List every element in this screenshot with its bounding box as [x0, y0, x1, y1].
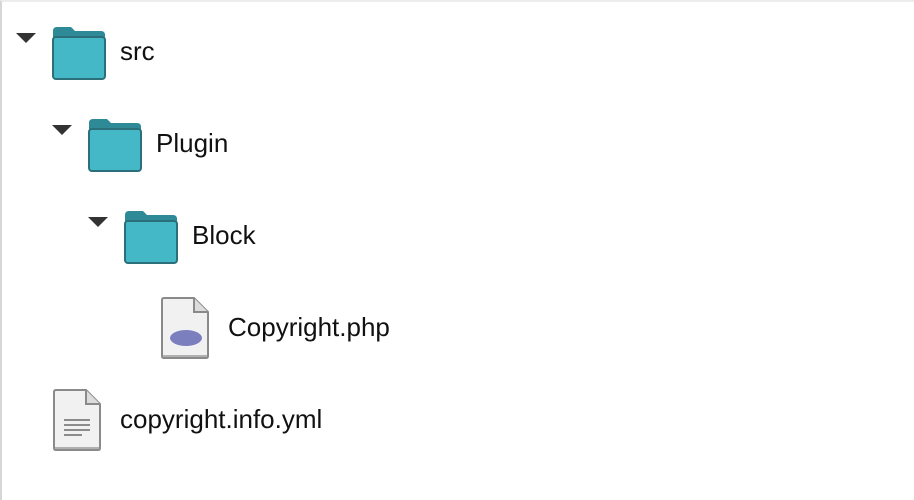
tree-item-src[interactable]: src	[12, 22, 892, 84]
tree-item-label: Block	[192, 220, 256, 250]
expand-caret-icon[interactable]	[16, 33, 36, 43]
expand-caret-icon[interactable]	[88, 217, 108, 227]
folder-icon	[124, 211, 178, 264]
php-file-icon	[161, 297, 209, 359]
tree-item-label: src	[120, 36, 155, 66]
tree-item-label: copyright.info.yml	[120, 404, 323, 434]
expand-caret-icon[interactable]	[52, 125, 72, 135]
folder-icon	[52, 27, 106, 80]
tree-item-block[interactable]: Block	[84, 206, 892, 268]
tree-item-copyright-php[interactable]: Copyright.php	[160, 296, 892, 359]
tree-item-label: Plugin	[156, 128, 229, 158]
text-file-icon	[53, 389, 101, 451]
tree-item-label: Copyright.php	[228, 312, 390, 342]
tree-item-copyright-info-yml[interactable]: copyright.info.yml	[52, 388, 892, 451]
tree-item-plugin[interactable]: Plugin	[48, 114, 892, 176]
folder-icon	[88, 119, 142, 172]
